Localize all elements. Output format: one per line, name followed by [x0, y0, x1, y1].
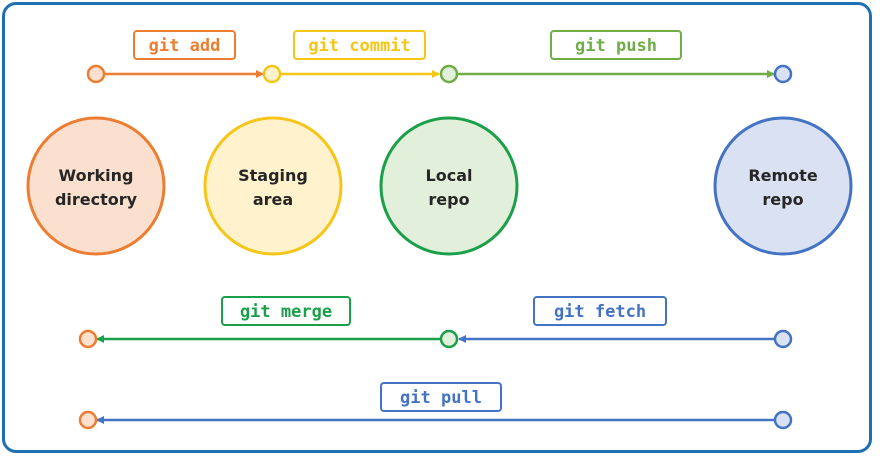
working-node-merge: [78, 329, 98, 349]
staging-area-line2: area: [253, 190, 293, 209]
working-node-pull: [78, 410, 98, 430]
git-fetch-label-box: git fetch: [533, 296, 667, 326]
remote-node-pull: [773, 410, 793, 430]
local-repo-area: Local repo: [379, 116, 519, 256]
git-merge-label-box: git merge: [221, 296, 351, 326]
staging-area: Staging area: [203, 116, 343, 256]
local-repo-line2: repo: [428, 190, 469, 209]
working-directory-line1: Working: [59, 166, 134, 185]
working-directory-line2: directory: [55, 190, 138, 209]
staging-area-line1: Staging: [238, 166, 308, 185]
git-push-label-box: git push: [550, 30, 682, 60]
working-directory-area: Working directory: [26, 116, 166, 256]
git-push-label: git push: [575, 36, 657, 56]
diagram-frame: [2, 2, 872, 453]
remote-repo-line1: Remote: [748, 166, 817, 185]
local-node-top: [439, 64, 459, 84]
remote-repo-area: Remote repo: [713, 116, 853, 256]
git-merge-label: git merge: [240, 302, 332, 322]
git-commit-label: git commit: [308, 36, 410, 56]
git-commit-label-box: git commit: [293, 30, 426, 60]
remote-node-top: [773, 64, 793, 84]
git-pull-label-box: git pull: [380, 382, 502, 412]
staging-node-top: [262, 64, 282, 84]
git-pull-label: git pull: [400, 388, 482, 408]
local-node-merge: [439, 329, 459, 349]
local-repo-line1: Local: [426, 166, 473, 185]
git-fetch-label: git fetch: [554, 302, 646, 322]
working-node-top: [86, 64, 106, 84]
git-add-label: git add: [149, 36, 221, 56]
git-add-label-box: git add: [133, 30, 236, 60]
remote-repo-line2: repo: [762, 190, 803, 209]
remote-node-fetch: [773, 329, 793, 349]
